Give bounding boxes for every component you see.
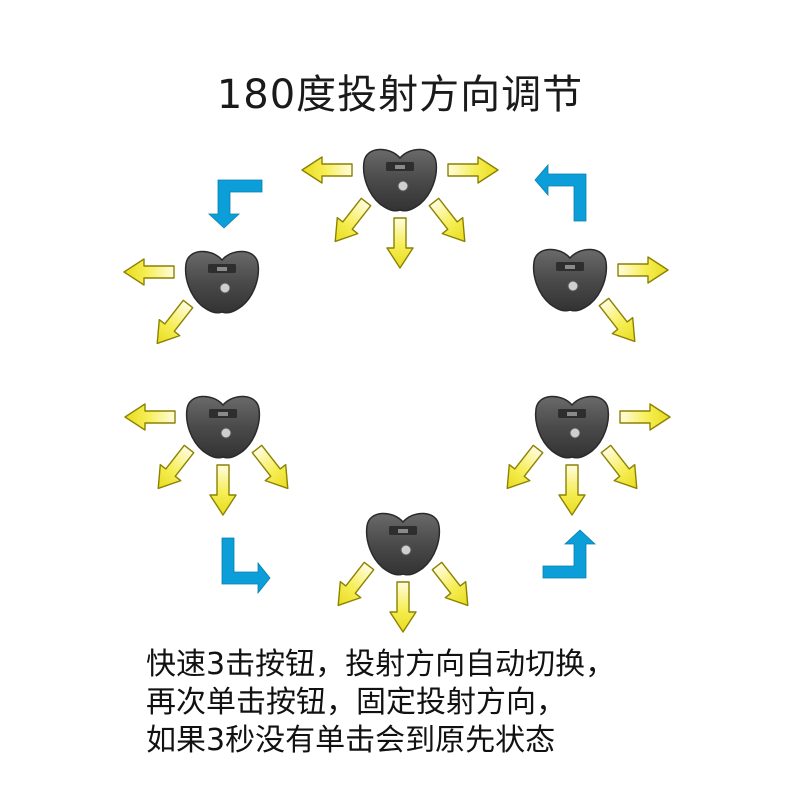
- beam-bottom-down-left: [328, 558, 379, 613]
- device-button: [568, 281, 578, 291]
- beam-lower-left-down: [210, 465, 236, 515]
- device-upper-left: [186, 251, 259, 312]
- beam-top-right: [448, 157, 498, 183]
- beam-lower-right-down: [559, 465, 585, 515]
- beam-top-down-right: [424, 194, 475, 249]
- device-top: [364, 149, 437, 210]
- device-lower-left: [187, 396, 260, 457]
- beam-lower-right-down-right: [596, 441, 647, 496]
- beam-top-left: [302, 157, 352, 183]
- device-button: [570, 428, 580, 438]
- device-button: [220, 283, 230, 293]
- device-button: [401, 545, 411, 555]
- sequence-arrow-br-corner: [543, 530, 595, 578]
- beam-lower-right-down-left: [497, 441, 548, 496]
- beam-bottom-down: [390, 582, 416, 632]
- device-bottom: [367, 513, 440, 574]
- device-button: [398, 181, 408, 191]
- instruction-line-2: 再次单击按钮，固定投射方向，: [146, 684, 786, 722]
- beam-top-down-left: [325, 194, 376, 249]
- beam-lower-right-right: [620, 404, 670, 430]
- beam-lower-left-left: [125, 404, 175, 430]
- instruction-line-3: 如果3秒没有单击会到原先状态: [146, 722, 786, 760]
- beam-lower-left-down-left: [148, 441, 199, 496]
- device-upper-right: [534, 249, 607, 310]
- beam-lower-left-down-right: [247, 441, 298, 496]
- beam-top-down: [387, 218, 413, 268]
- sequence-arrow-bl-corner: [222, 538, 270, 593]
- beam-upper-left-left: [124, 259, 174, 285]
- beam-upper-right-right: [618, 257, 668, 283]
- sequence-arrow-tr-corner: [535, 165, 586, 221]
- device-lower-right: [536, 396, 609, 457]
- instructions-text: 快速3击按钮，投射方向自动切换， 再次单击按钮，固定投射方向， 如果3秒没有单击…: [146, 646, 786, 760]
- beam-upper-left-down-left: [147, 296, 198, 351]
- sequence-arrow-tl-corner: [209, 180, 262, 228]
- device-button: [221, 428, 231, 438]
- beam-upper-right-down-right: [594, 294, 645, 349]
- instruction-line-1: 快速3击按钮，投射方向自动切换，: [146, 646, 786, 684]
- beam-bottom-down-right: [427, 558, 478, 613]
